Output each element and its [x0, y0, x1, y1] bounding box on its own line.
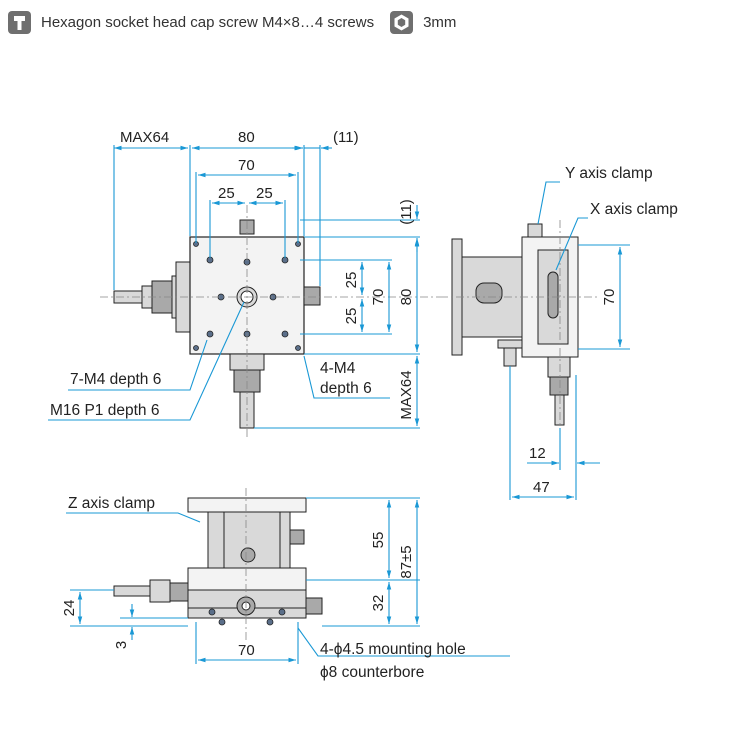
side-dimensions: 70 12 47 Y axis clamp X axis clamp	[509, 165, 678, 500]
screw-spec-text: Hexagon socket head cap screw M4×8…4 scr…	[41, 13, 375, 31]
callout-mount-1: 4-ϕ4.5 mounting hole	[320, 641, 466, 658]
callout-x-clamp: X axis clamp	[590, 201, 678, 218]
front-knob-shaft	[113, 585, 151, 597]
dim-top-pitch-right: 25	[256, 185, 273, 202]
dim-front-total: 87±5	[398, 545, 415, 578]
dim-front-knob: 24	[61, 600, 78, 617]
dim-side-height: 70	[601, 289, 618, 306]
z-clamp	[289, 529, 305, 545]
callout-mount-2: ϕ8 counterbore	[320, 664, 424, 681]
hex-wrench-icon	[390, 10, 414, 34]
cap-screw-icon	[8, 10, 31, 34]
dim-top-width: 80	[238, 129, 255, 146]
dim-top-max: MAX64	[120, 129, 169, 146]
dim-front-upper: 55	[370, 532, 387, 549]
dim-right-height: 80	[398, 289, 415, 306]
top-callouts: 7-M4 depth 6 M16 P1 depth 6 4-M4 depth 6	[48, 301, 390, 421]
callout-side-holes-1: 4-M4	[320, 360, 356, 377]
top-dimensions: MAX64 80 (11) 70 25 25	[113, 129, 359, 290]
dim-front-holes: 70	[238, 642, 255, 659]
callout-center-hole: M16 P1 depth 6	[50, 402, 159, 419]
dim-side-offset: 12	[529, 445, 546, 462]
wrench-size-text: 3mm	[423, 13, 457, 31]
dim-right-pitch-top: 25	[343, 272, 360, 289]
dim-right-pitch-bottom: 25	[343, 308, 360, 325]
dim-top-screw: (11)	[333, 129, 359, 146]
top-right-dimensions: (11) 25 25 70 80 MAX64	[254, 199, 420, 429]
dim-side-depth: 47	[533, 479, 550, 496]
dim-top-pitch-left: 25	[218, 185, 235, 202]
dim-right-max: MAX64	[398, 370, 415, 419]
legend-row: Hexagon socket head cap screw M4×8…4 scr…	[8, 9, 456, 35]
front-view	[113, 488, 323, 640]
callout-side-holes-2: depth 6	[320, 380, 372, 397]
callout-z-clamp: Z axis clamp	[68, 495, 155, 512]
dim-front-base: 3	[113, 641, 130, 649]
side-view	[440, 220, 600, 440]
front-dimensions: 55 32 87±5 24 3 70 Z axis clamp 4-ϕ4.5 m…	[61, 495, 510, 681]
front-top-plate	[187, 497, 307, 513]
side-screw	[303, 286, 321, 306]
callout-tapped-holes: 7-M4 depth 6	[70, 371, 161, 388]
dim-front-lower: 32	[370, 595, 387, 612]
dim-right-inner: 70	[370, 289, 387, 306]
dim-right-screw: (11)	[398, 199, 415, 225]
dim-top-inner: 70	[238, 157, 255, 174]
callout-y-clamp: Y axis clamp	[565, 165, 653, 182]
